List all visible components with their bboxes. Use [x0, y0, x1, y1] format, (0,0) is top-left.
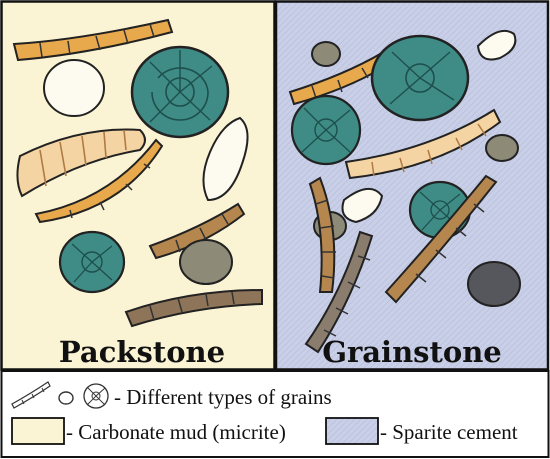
ooid-grain: [130, 45, 230, 139]
mud-legend-label: - Carbonate mud (micrite): [66, 420, 286, 444]
white-grain: [476, 30, 517, 61]
packstone-panel: Packstone: [0, 0, 276, 371]
white-grain: [341, 188, 384, 224]
grains-legend-label: - Different types of grains: [114, 385, 332, 409]
cement-legend-swatch: [325, 417, 379, 445]
white-grain: [43, 59, 105, 117]
legend: - Different types of grains - Carbonate …: [0, 370, 550, 458]
bioclast-grain: [34, 138, 164, 224]
bioclast-grain: [124, 288, 263, 328]
pellet-grain: [311, 41, 341, 67]
cement-legend-label: - Sparite cement: [380, 420, 518, 444]
bioclast-grain: [148, 202, 246, 260]
bioclast-grain: [384, 174, 498, 304]
oval-grain-legend-icon: [58, 391, 74, 405]
bioclast-grain: [344, 108, 502, 180]
pellet-grain: [485, 134, 519, 162]
ooid-grain: [58, 230, 126, 294]
bioclast-grain: [308, 176, 336, 293]
legend-box: [0, 370, 550, 458]
packstone-title: Packstone: [59, 335, 225, 369]
shell-grain-legend-icon: [11, 381, 51, 409]
ooid-legend-icon: [83, 383, 109, 409]
pellet-grain: [467, 261, 521, 307]
grainstone-panel: Grainstone: [274, 0, 550, 371]
grainstone-title: Grainstone: [322, 335, 502, 369]
white-grain: [202, 116, 249, 202]
mud-legend-swatch: [11, 417, 65, 445]
ooid-grain: [290, 94, 362, 166]
bioclast-grain: [12, 18, 174, 62]
pellet-grain: [179, 239, 233, 285]
bioclast-grain: [304, 230, 374, 354]
bioclast-grain: [16, 128, 146, 198]
ooid-grain: [370, 34, 470, 122]
